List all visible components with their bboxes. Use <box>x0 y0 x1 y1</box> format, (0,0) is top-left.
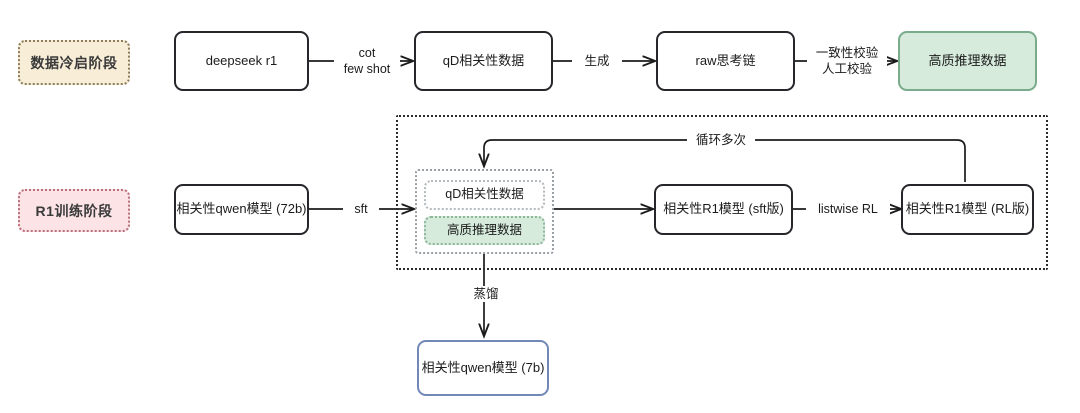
edge-label-consistency-manual-check: 一致性校验 人工校验 <box>807 45 887 78</box>
node-high-quality-reasoning-data-label: 高质推理数据 <box>928 52 1007 68</box>
node-r1-model-sft[interactable]: 相关性R1模型 (sft版) <box>654 184 793 235</box>
node-qd-relevance-data-top[interactable]: qD相关性数据 <box>414 31 553 91</box>
node-qwen-72b[interactable]: 相关性qwen模型 (72b) <box>174 184 309 235</box>
edge-label-cot-few-shot: cot few shot <box>334 45 400 78</box>
node-qd-relevance-data-inner[interactable]: qD相关性数据 <box>424 180 545 210</box>
node-deepseek-r1[interactable]: deepseek r1 <box>174 31 309 91</box>
node-raw-cot[interactable]: raw思考链 <box>656 31 795 91</box>
node-qd-relevance-data-inner-label: qD相关性数据 <box>445 187 524 202</box>
edge-label-generate: 生成 <box>572 53 622 70</box>
stage-tag-r1-training-label: R1训练阶段 <box>35 202 113 219</box>
node-qwen-72b-label: 相关性qwen模型 (72b) <box>176 201 307 217</box>
node-r1-model-rl[interactable]: 相关性R1模型 (RL版) <box>901 184 1034 235</box>
stage-tag-cold-start-label: 数据冷启阶段 <box>30 54 118 71</box>
node-high-quality-reasoning-data[interactable]: 高质推理数据 <box>898 31 1037 91</box>
edge-label-sft: sft <box>343 201 379 218</box>
edge-label-distill: 蒸馏 <box>459 286 513 303</box>
edge-label-listwise-rl: listwise RL <box>806 201 890 218</box>
node-raw-cot-label: raw思考链 <box>695 52 756 68</box>
node-high-quality-reasoning-data-inner-label: 高质推理数据 <box>446 222 522 237</box>
node-deepseek-r1-label: deepseek r1 <box>205 52 278 68</box>
node-qd-relevance-data-top-label: qD相关性数据 <box>442 52 525 68</box>
node-qwen-7b-label: 相关性qwen模型 (7b) <box>421 359 545 375</box>
node-r1-model-sft-label: 相关性R1模型 (sft版) <box>663 201 784 217</box>
node-r1-model-rl-label: 相关性R1模型 (RL版) <box>905 201 1030 217</box>
edge-label-loop-many-times: 循环多次 <box>687 132 755 149</box>
training-data-group <box>415 169 554 254</box>
node-qwen-7b[interactable]: 相关性qwen模型 (7b) <box>417 340 549 396</box>
r1-training-group-container <box>396 115 1048 270</box>
node-high-quality-reasoning-data-inner[interactable]: 高质推理数据 <box>424 216 545 245</box>
stage-tag-r1-training: R1训练阶段 <box>18 189 130 232</box>
stage-tag-cold-start: 数据冷启阶段 <box>18 40 130 85</box>
